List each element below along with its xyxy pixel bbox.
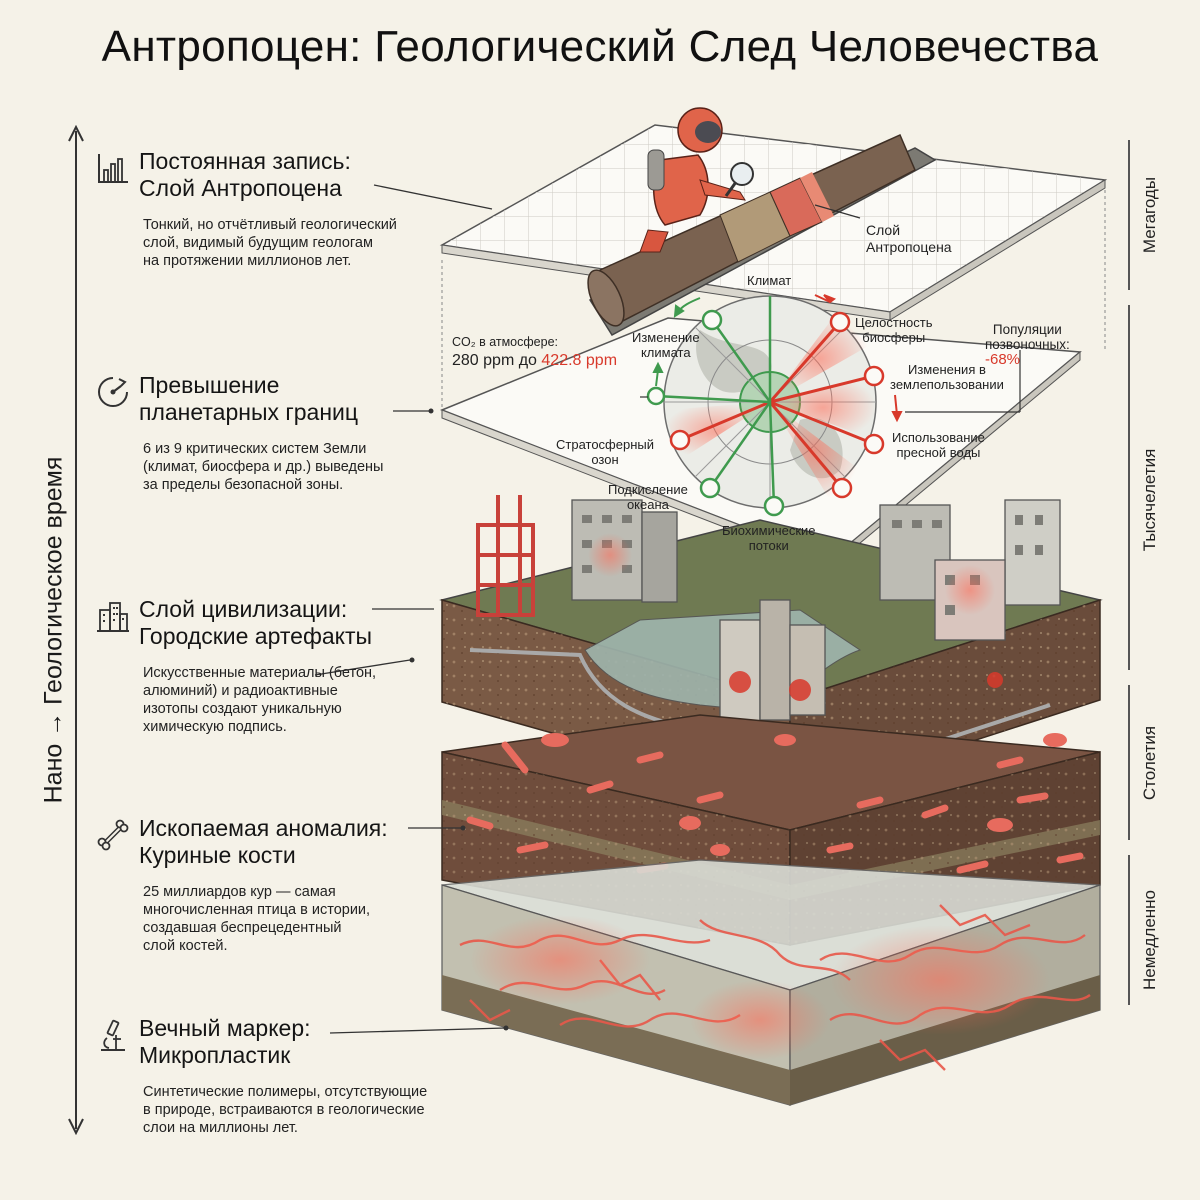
leader-line-core-label: [814, 204, 861, 219]
section-title: Слой цивилизации: Городские артефакты: [139, 596, 373, 649]
scale-label-immediate: Немедленно: [1140, 889, 1159, 991]
section-title: Превышение планетарных границ: [139, 372, 359, 425]
scale-bracket-millennia: [1128, 305, 1144, 670]
scientist-figure: [639, 107, 754, 253]
scale-bracket-immediate: [1128, 855, 1144, 1005]
section-microplastic: Вечный маркер: Микропластик Синтетически…: [95, 1015, 465, 1137]
co2-label: CO₂ в атмосфере: 280 ppm до 422.8 ppm: [452, 335, 618, 369]
section-description: Искусственные материалы (бетон, алюминий…: [143, 665, 377, 735]
section-civilization-layer: Слой цивилизации: Городские артефакты Ис…: [95, 596, 465, 736]
section-title: Вечный маркер: Микропластик: [139, 1015, 311, 1068]
scale-bracket-megayears: [1128, 140, 1144, 290]
core-layer-label: Слой Антропоцена: [866, 222, 952, 255]
page-title: Антропоцен: Геологический След Человечес…: [101, 22, 1099, 71]
boundaries-globe: [646, 294, 903, 517]
city-icon: [97, 602, 129, 632]
section-description: Тонкий, но отчётливый геологический слой…: [143, 217, 397, 269]
section-planetary-boundaries: Превышение планетарных границ 6 из 9 кри…: [95, 372, 465, 494]
city-block: [439, 495, 1103, 802]
leader-line-core: [373, 184, 493, 210]
section-description: 25 миллиардов кур — самая многочисленная…: [143, 884, 371, 954]
scale-label-megayears: Мегагоды: [1140, 176, 1159, 254]
vertebrate-populations-label: Популяции позвоночных: -68%: [985, 322, 1070, 368]
microplastic-stratum: [441, 859, 1101, 1106]
timeline-label: Нано → Геологическое время: [39, 456, 68, 804]
microscope-icon: [101, 1019, 125, 1051]
timeline-arrow: [68, 125, 84, 1135]
scale-label-centuries: Столетия: [1140, 725, 1159, 801]
section-fossil-anomaly: Ископаемая аномалия: Куриные кости 25 ми…: [95, 815, 465, 955]
scale-label-millennia: Тысячелетия: [1140, 448, 1159, 552]
core-sample: [587, 134, 937, 336]
bar-chart-icon: [98, 154, 128, 183]
gauge-icon: [98, 377, 128, 407]
section-title: Постоянная запись: Слой Антропоцена: [139, 148, 351, 201]
section-description: 6 из 9 критических систем Земли (климат,…: [143, 441, 384, 493]
section-anthropocene-layer: Постоянная запись: Слой Антропоцена Тонк…: [95, 148, 465, 270]
section-title: Ископаемая аномалия: Куриные кости: [139, 815, 388, 868]
boundary-label-climate: Климат: [747, 273, 792, 288]
bone-icon: [97, 819, 129, 851]
section-description: Синтетические полимеры, отсутствующие в …: [143, 1084, 428, 1136]
scale-bracket-centuries: [1128, 685, 1144, 840]
